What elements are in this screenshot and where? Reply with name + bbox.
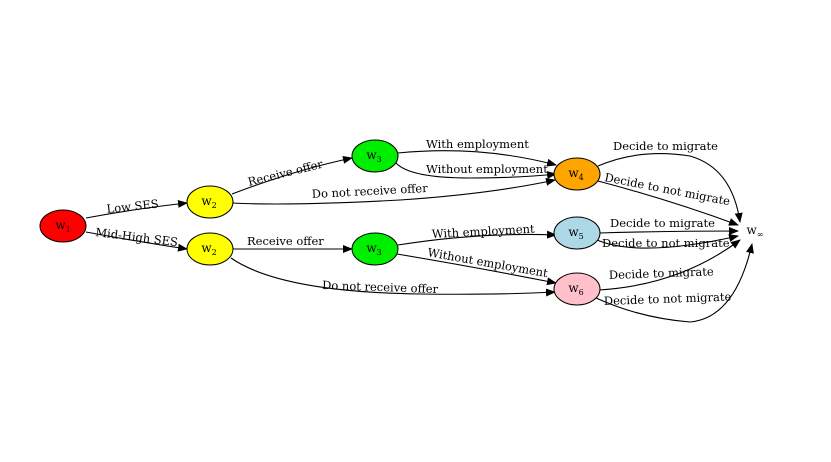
label-w5-migrate: Decide to migrate [610,216,715,230]
node-w6: w6 [553,272,601,306]
node-w4: w4 [553,157,601,191]
node-w2-bottom-shape [186,232,234,266]
label-do-not-receive-top: Do not receive offer [311,181,428,201]
edge-with-employment-bottom [397,230,557,246]
node-w2-top-shape [186,185,234,219]
node-w-infinity-label: w∞ [747,223,764,239]
edge-low-ses [85,199,188,219]
node-w3-top-shape [351,139,399,173]
edge-w6-migrate [598,239,741,291]
node-w6-label: w6 [568,281,583,297]
edge-w4-not-migrate [597,180,739,226]
edges [85,150,754,323]
label-with-employment-bottom: With employment [431,222,535,241]
node-w6-shape [553,272,601,306]
label-do-not-receive-bottom: Do not receive offer [322,278,439,296]
label-w6-migrate: Decide to migrate [609,264,715,282]
nodes: w1 w2 w2 w3 w3 w4 w5 w6 [39,139,764,306]
label-with-employment-top: With employment [426,137,529,151]
edge-mid-high-ses [85,231,188,252]
node-w3-bottom-shape [351,232,399,266]
node-w3-bottom-label: w3 [366,241,381,257]
edge-do-not-receive-top [231,177,556,205]
node-w5: w5 [553,216,601,250]
edge-labels: Low SES Mid-High SES Receive offer Do no… [95,137,732,308]
node-w2-bottom-label: w2 [201,241,216,257]
edge-w6-not-migrate [595,243,754,323]
node-w4-label: w4 [568,166,583,182]
node-w2-bottom: w2 [186,232,234,266]
node-w1-label: w1 [55,218,70,234]
edge-with-employment-top [397,150,557,167]
node-w3-top: w3 [351,139,399,173]
label-w6-not-migrate: Decide to not migrate [604,290,732,308]
node-w4-shape [553,157,601,191]
node-w3-top-label: w3 [366,148,381,164]
label-w5-not-migrate: Decide to not migrate [602,236,730,250]
edge-w5-not-migrate [596,234,739,249]
label-receive-offer-top: Receive offer [246,157,324,189]
node-w3-bottom: w3 [351,232,399,266]
node-w-infinity: w∞ [747,223,764,239]
label-w4-not-migrate: Decide to not migrate [603,170,731,208]
node-w2-top-label: w2 [201,194,216,210]
edge-without-employment-top [395,162,557,179]
node-w5-shape [553,216,601,250]
edge-do-not-receive-bottom [230,257,556,297]
label-w4-migrate: Decide to migrate [613,139,718,153]
label-receive-offer-bottom: Receive offer [247,234,324,248]
node-w2-top: w2 [186,185,234,219]
edge-without-employment-bottom [396,253,557,286]
edge-w5-migrate [598,227,739,236]
label-without-employment-top: Without employment [426,162,548,176]
label-mid-high-ses: Mid-High SES [95,225,179,249]
node-w5-label: w5 [568,225,583,241]
edge-w4-migrate [597,152,743,223]
edge-receive-offer-top [231,155,353,195]
node-w1-shape [39,209,87,243]
node-w1: w1 [39,209,87,243]
label-low-ses: Low SES [106,197,160,216]
